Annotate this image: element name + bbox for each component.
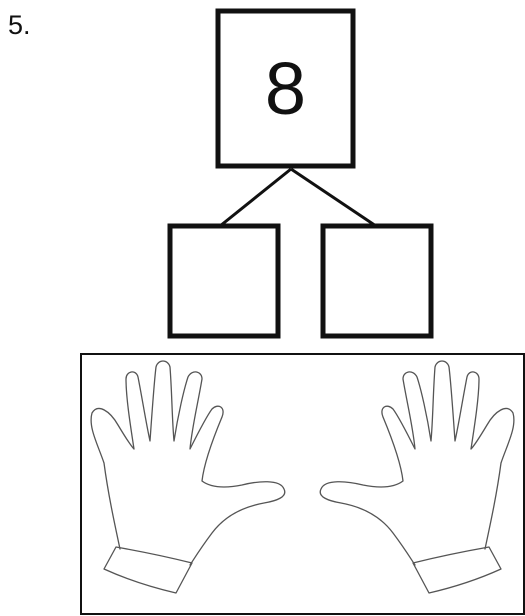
bond-connector-right [290, 167, 377, 228]
part-box-right[interactable] [320, 223, 434, 339]
whole-value: 8 [264, 47, 307, 130]
part-box-left[interactable] [167, 223, 281, 339]
whole-box [215, 8, 356, 169]
number-bond [167, 8, 434, 339]
left-hand-icon [90, 360, 286, 594]
problem-number: 5. [8, 10, 31, 40]
hands-frame [80, 353, 525, 615]
hands-panel [80, 353, 525, 615]
right-hand-icon [319, 360, 515, 594]
bond-connector-left [219, 167, 292, 228]
